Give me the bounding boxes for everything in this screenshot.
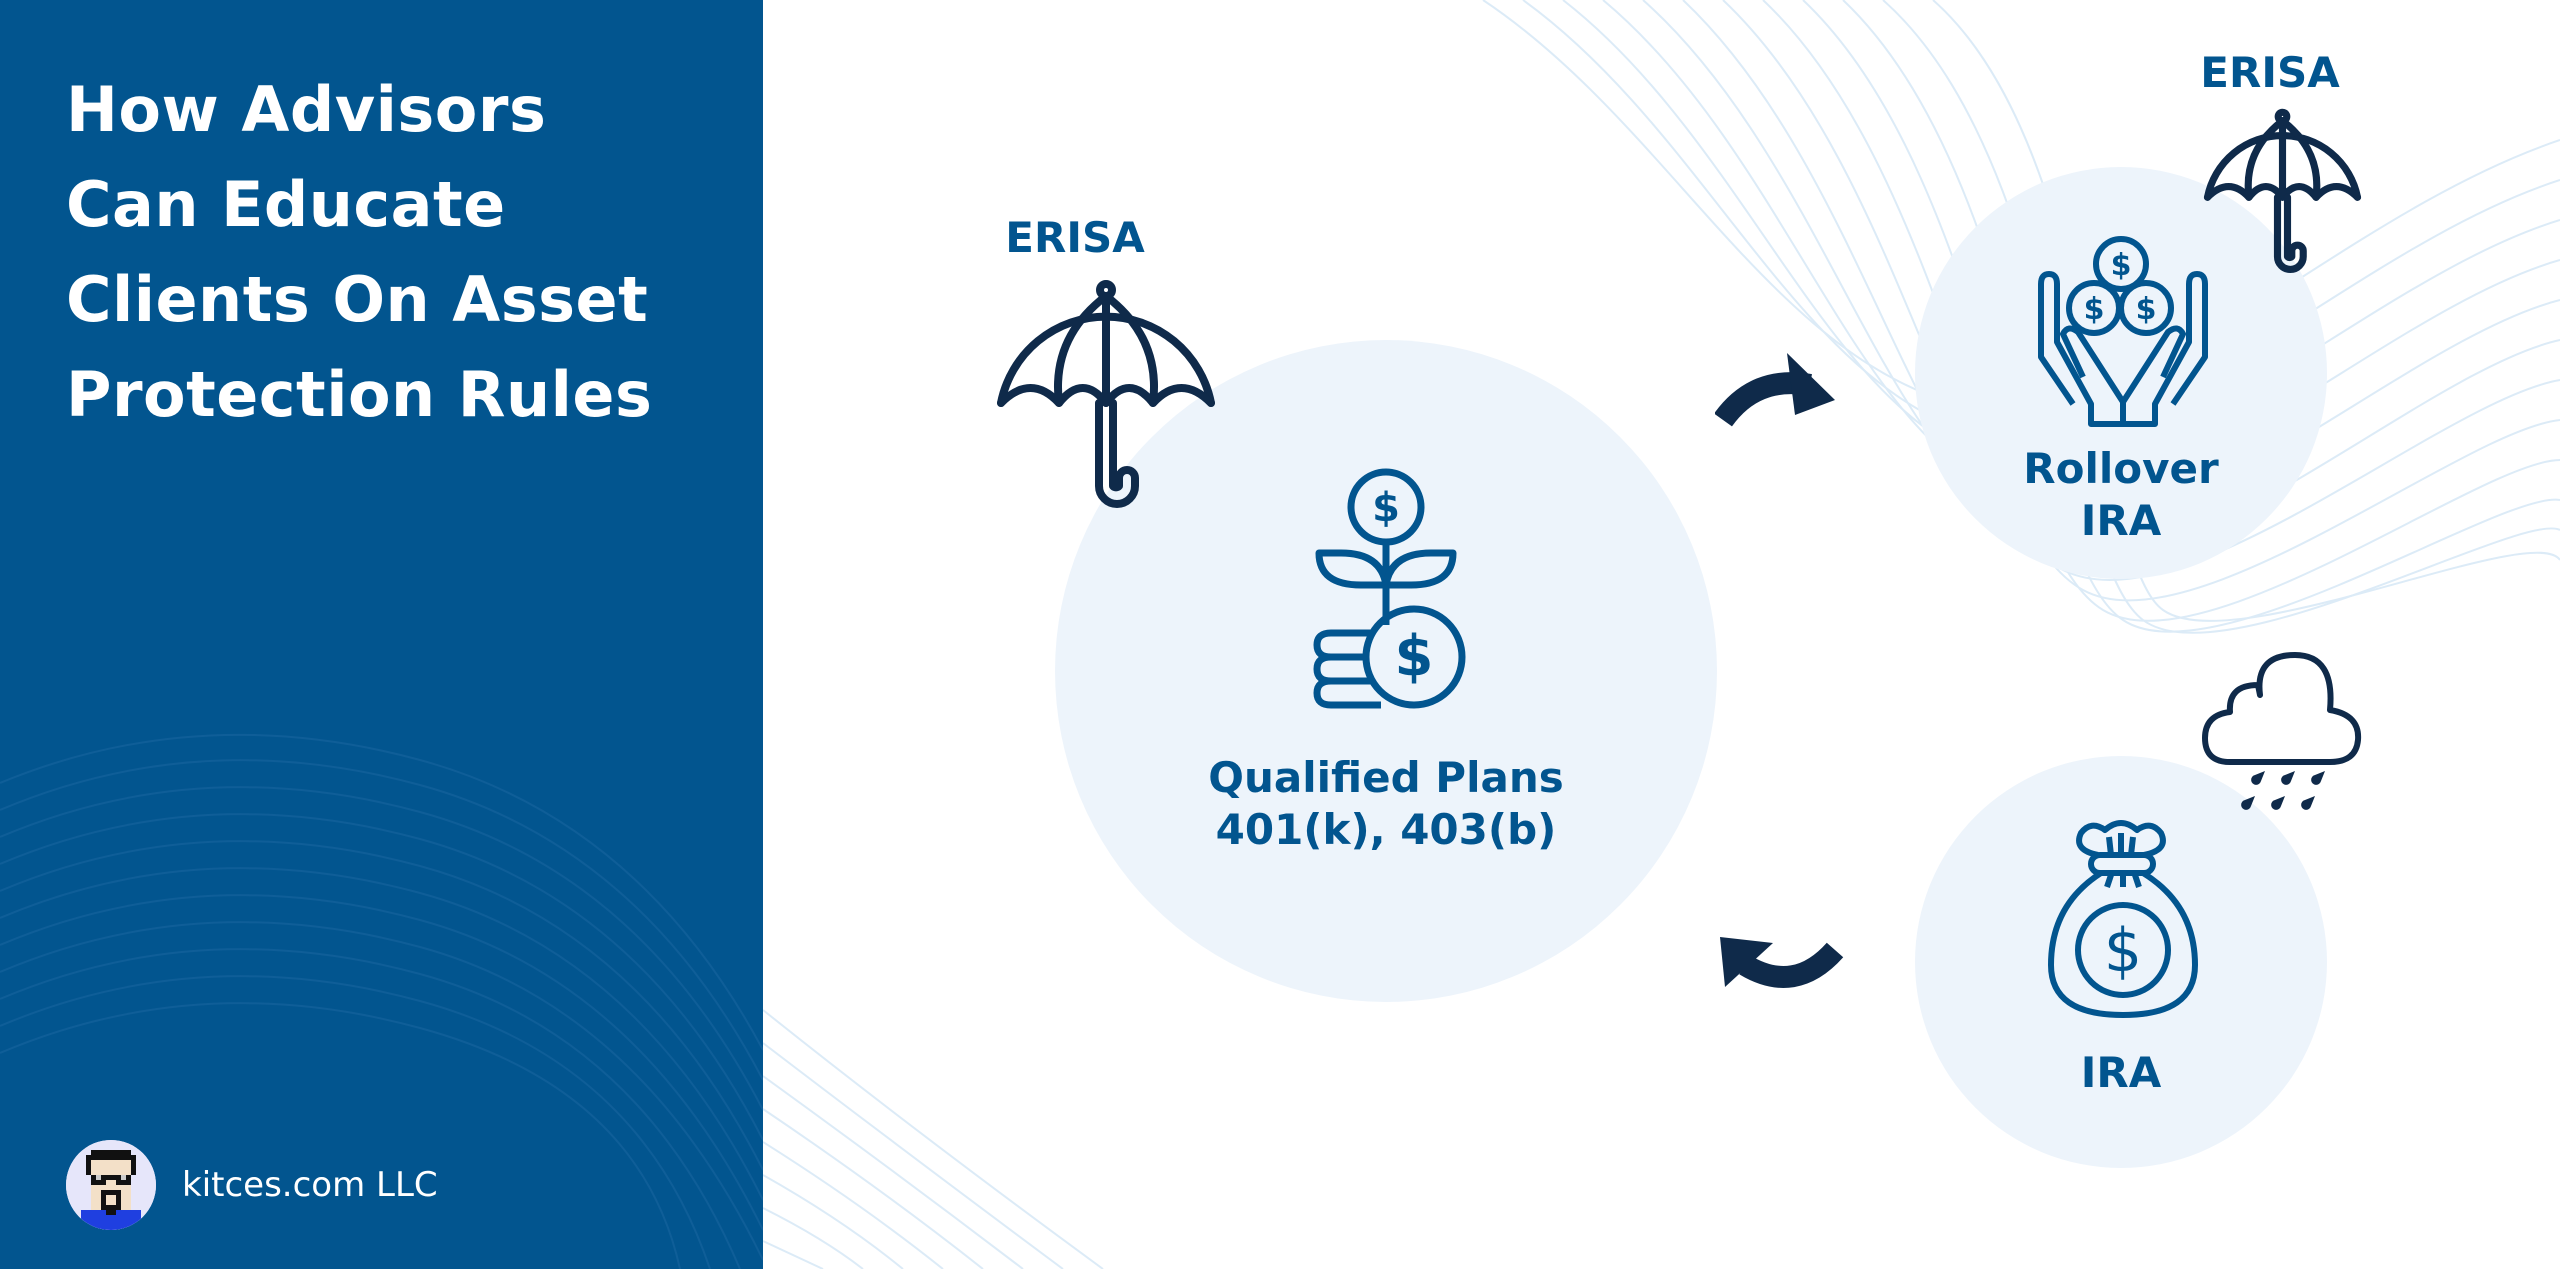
money-plant-coins-icon: $ $: [1313, 468, 1466, 709]
diagram-canvas: ERISA $ $ Qualified Plans 401(k), 403(b: [763, 0, 2560, 1269]
hands-holding-coins-icon: $$$: [2038, 236, 2208, 427]
label-line: IRA: [2080, 496, 2162, 545]
title-line: How Advisors: [66, 73, 547, 146]
decorative-wave-lines: [0, 733, 763, 1269]
curved-arrow-right-icon: [1715, 353, 1835, 427]
svg-text:$: $: [2084, 292, 2105, 327]
svg-text:$: $: [1372, 485, 1400, 531]
page-title: How Advisors Can Educate Clients On Asse…: [66, 62, 746, 442]
title-line: Clients On Asset: [66, 263, 649, 336]
umbrella-icon: [997, 280, 1215, 508]
svg-text:$: $: [2111, 248, 2132, 283]
erisa-label-rollover: ERISA: [2200, 48, 2340, 97]
rollover-ira-circle: [1915, 167, 2327, 579]
rollover-ira-label: Rollover IRA: [1915, 443, 2327, 547]
footer-brand: kitces.com LLC: [66, 1140, 438, 1230]
erisa-label: ERISA: [1005, 213, 1145, 262]
title-line: Protection Rules: [66, 358, 653, 431]
title-line: Can Educate: [66, 168, 506, 241]
curved-arrow-left-icon: [1720, 937, 1844, 988]
ira-label: IRA: [2080, 1048, 2162, 1097]
sidebar-panel: How Advisors Can Educate Clients On Asse…: [0, 0, 763, 1269]
label-line: 401(k), 403(b): [1215, 805, 1557, 854]
svg-text:$: $: [2104, 916, 2142, 986]
svg-text:$: $: [2136, 292, 2157, 327]
svg-text:$: $: [1395, 624, 1434, 689]
label-line: Qualified Plans: [1208, 753, 1564, 802]
label-line: Rollover: [2023, 444, 2219, 493]
money-bag-icon: $: [2048, 820, 2198, 1018]
umbrella-icon: [2203, 108, 2362, 273]
qualified-plans-label: Qualified Plans 401(k), 403(b): [1055, 752, 1717, 856]
pixel-avatar-icon: [66, 1140, 156, 1230]
rain-cloud-icon: [2202, 652, 2362, 810]
brand-name: kitces.com LLC: [182, 1165, 438, 1205]
qualified-plans-circle: [1055, 340, 1717, 1002]
